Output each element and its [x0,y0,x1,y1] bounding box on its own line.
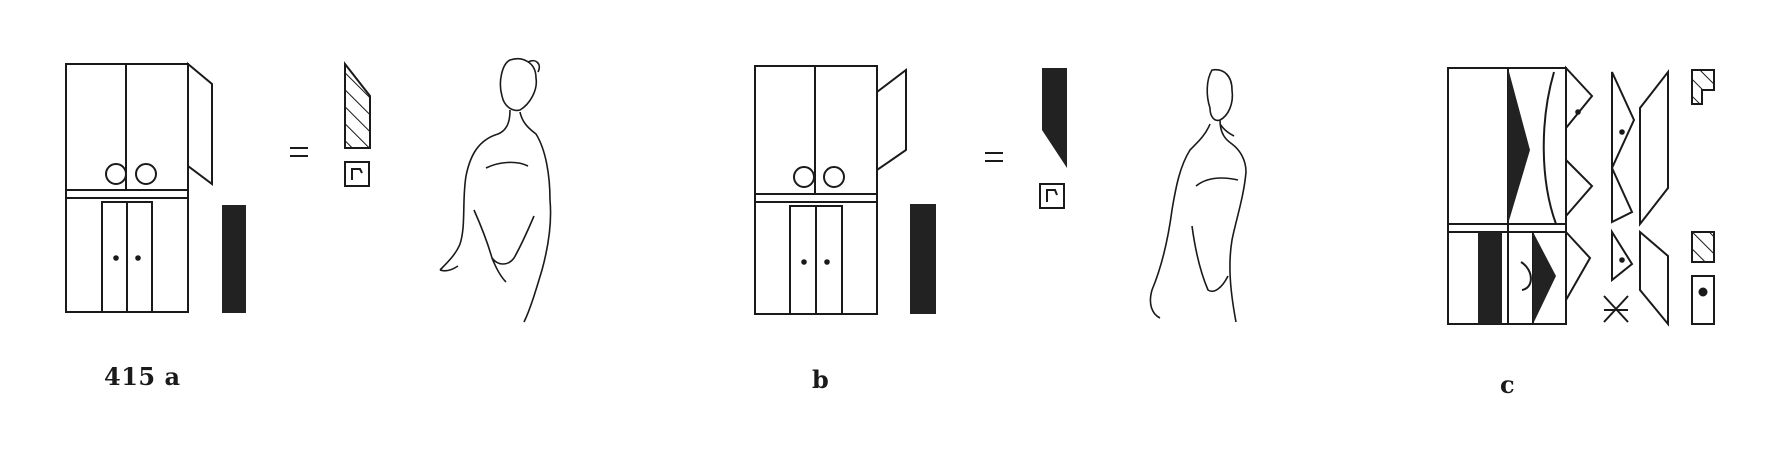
equals-sign-a [290,147,308,157]
small-box-b-glyph [1046,189,1058,202]
woman-figure-b [1149,68,1247,323]
abstract-c-hatched-block [1691,231,1715,263]
wardrobe-a [65,61,213,313]
figure-c [1447,65,1715,327]
abstract-c-black-bar-lower [1478,232,1502,324]
caption-a: 415 a [104,362,181,391]
abstract-c-hatched-step [1691,69,1715,105]
abstract-c-facet-2 [1565,157,1594,219]
wardrobe-a-dot-right [135,255,141,261]
caption-b: b [812,365,830,394]
wardrobe-b-dot-right [824,259,830,265]
wardrobe-b-knob-left [793,166,815,188]
small-box-a [344,161,370,187]
wardrobe-b-dot-left [801,259,807,265]
abstract-c-black-wedge-lower [1533,232,1556,324]
abstract-c-black-wedge-upper [1508,68,1530,224]
abstract-c-facet-1 [1565,65,1594,131]
wardrobe-b-open-door [876,67,907,172]
solid-bar-a [222,205,246,313]
small-box-a-glyph [351,168,363,180]
figure-b [754,65,1247,323]
abstract-c-cross-mark [1603,295,1629,323]
abstract-c-small-box [1691,275,1715,325]
abstract-c-facet-6 [1611,228,1634,283]
abstract-c-facet-4 [1611,167,1634,224]
hatched-slab-a [344,61,371,149]
small-box-b [1039,183,1065,209]
woman-figure-a [439,58,552,323]
abstract-c-facet-5 [1565,229,1592,304]
equals-sign-b [985,152,1003,162]
wardrobe-b [754,65,907,315]
wardrobe-a-knob-left [105,163,127,185]
abstract-c-parallelogram-1 [1639,69,1669,227]
wardrobe-a-open-door [187,61,213,186]
abstract-c-small-box-dot [1698,287,1708,297]
abstract-c-hook [1520,261,1532,291]
wardrobe-a-dot-left [113,255,119,261]
abstract-c-dot-3 [1619,257,1625,263]
caption-c: c [1500,370,1516,399]
abstract-c-arc [1542,71,1557,225]
abstract-c-facet-3 [1611,71,1636,169]
wardrobe-b-knob-right [823,166,845,188]
figure-a [65,58,552,323]
solid-slab-b [1042,68,1067,168]
abstract-c-parallelogram-2 [1639,229,1669,327]
abstract-c-dot-1 [1575,109,1581,115]
solid-bar-b [910,204,936,314]
abstract-c-dot-2 [1619,129,1625,135]
wardrobe-a-knob-right [135,163,157,185]
